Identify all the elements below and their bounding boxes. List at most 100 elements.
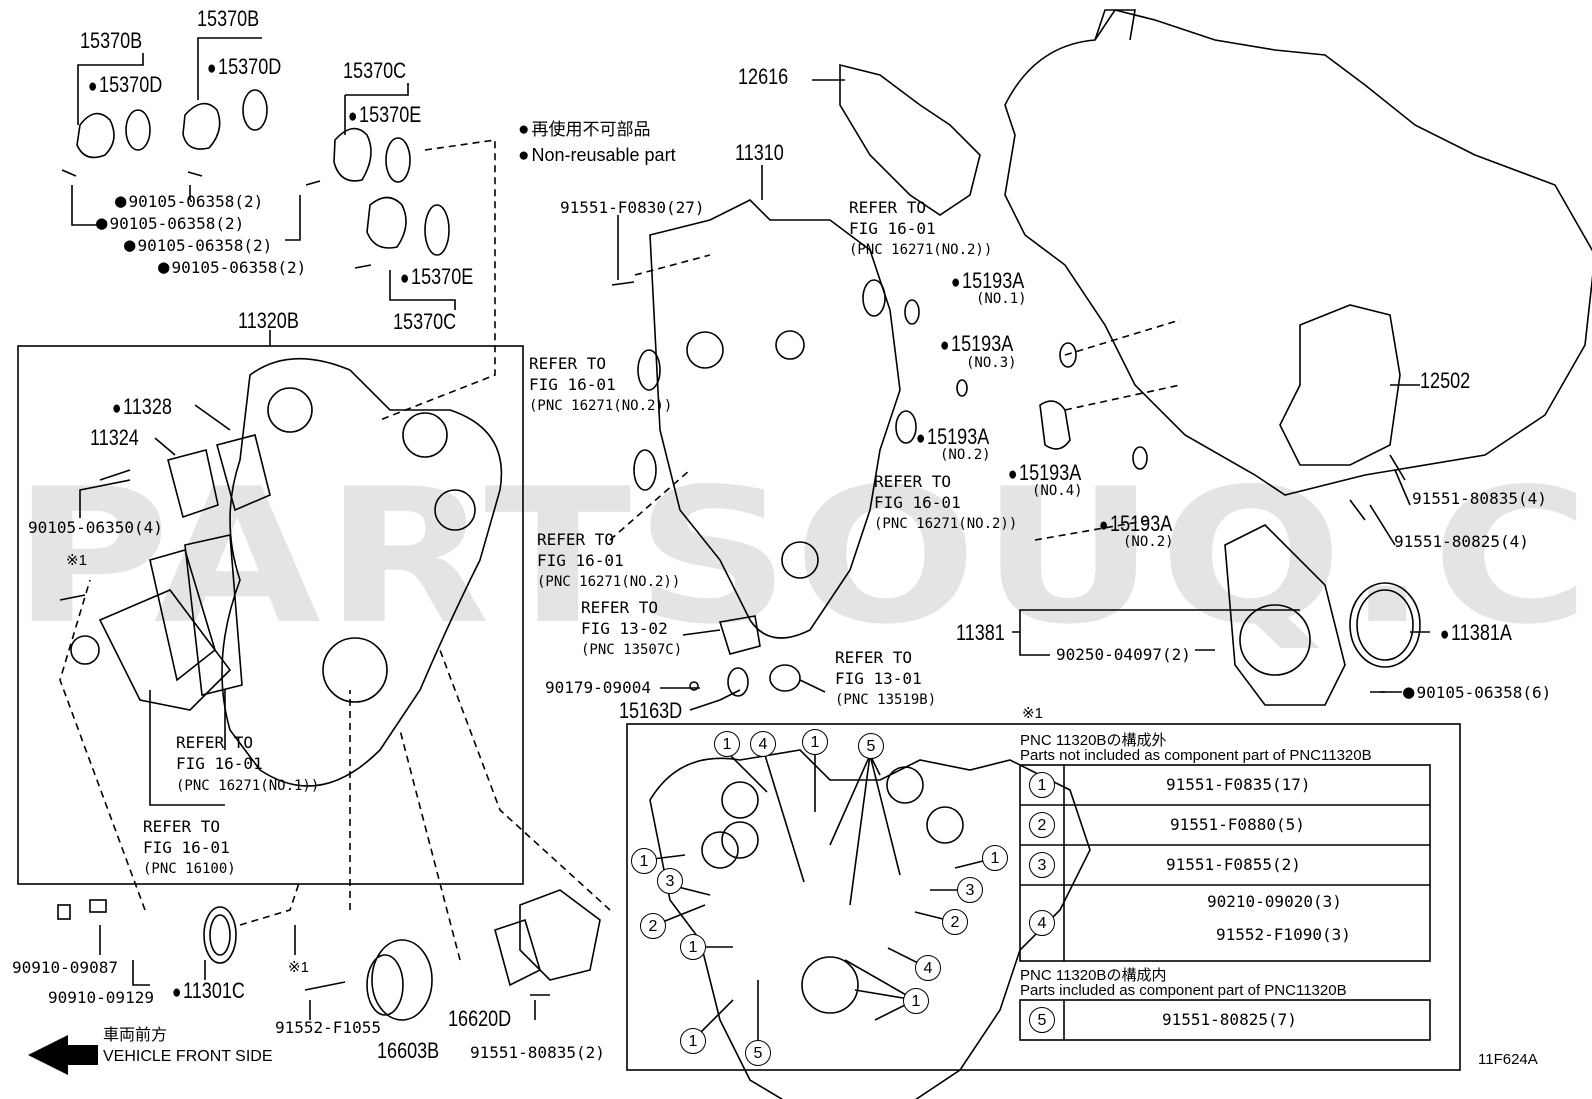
- ref4-a: REFER TO: [874, 472, 952, 491]
- ref2-a: REFER TO: [529, 354, 607, 373]
- inset-h2-en: Parts included as component part of PNC1…: [1020, 982, 1347, 999]
- callout-1: 1: [680, 1028, 706, 1054]
- ref1-b: FIG 16-01: [849, 219, 936, 238]
- label-15193a-1-sub: (NO.1): [976, 291, 1027, 307]
- label-15370c-1: 15370C: [343, 58, 407, 83]
- label-bolt-b4: 90105-06358(2): [158, 258, 306, 277]
- callout-1: 1: [903, 988, 929, 1014]
- callout-4: 4: [750, 731, 776, 757]
- label-16603b: 16603B: [377, 1038, 440, 1063]
- ref2-c: (PNC 16271(NO.2)): [529, 398, 673, 414]
- callout-5: 5: [858, 733, 884, 759]
- ref6-b: FIG 13-01: [835, 669, 922, 688]
- row-part: 91551-F0855(2): [1166, 855, 1301, 874]
- ref8-b: FIG 16-01: [143, 838, 230, 857]
- front-jp: 車両前方: [103, 1027, 168, 1044]
- ref5-b: FIG 13-02: [581, 619, 668, 638]
- ref1-c: (PNC 16271(NO.2)): [849, 242, 993, 258]
- front-arrow-icon: [28, 1035, 98, 1075]
- row-part: 91551-80825(7): [1162, 1010, 1297, 1029]
- ref7-a: REFER TO: [176, 733, 254, 752]
- ref3-c: (PNC 16271(NO.2)): [537, 574, 681, 590]
- row-num: 3: [1029, 852, 1055, 878]
- ref2-b: FIG 16-01: [529, 375, 616, 394]
- label-91552-f1055: 91552-F1055: [275, 1018, 381, 1037]
- callout-4: 4: [915, 955, 941, 981]
- ref3-a: REFER TO: [537, 530, 615, 549]
- label-15193a-5: 15193A: [1099, 513, 1172, 535]
- inset-mark: ※1: [1022, 705, 1043, 722]
- ref1-a: REFER TO: [849, 198, 927, 217]
- callout-2: 2: [640, 913, 666, 939]
- label-15163d: 15163D: [619, 698, 683, 723]
- row-num: 5: [1029, 1007, 1055, 1033]
- callout-3: 3: [657, 868, 683, 894]
- label-91551-f0830: 91551-F0830(27): [560, 198, 705, 217]
- label-90105-06358-6: 90105-06358(6): [1403, 683, 1551, 702]
- label-16620d: 16620D: [448, 1006, 512, 1031]
- ref5-a: REFER TO: [581, 598, 659, 617]
- ref6-c: (PNC 13519B): [835, 692, 937, 708]
- row-part: 91551-F0880(5): [1170, 815, 1305, 834]
- label-15370e-2: 15370E: [400, 266, 473, 288]
- row-num: 1: [1029, 772, 1055, 798]
- callout-1: 1: [982, 845, 1008, 871]
- callout-1: 1: [714, 731, 740, 757]
- box-inset: [626, 723, 1461, 1071]
- row-part: 90210-09020(3): [1207, 892, 1342, 911]
- callout-5: 5: [745, 1040, 771, 1066]
- callout-2: 2: [942, 909, 968, 935]
- label-15193a-3-sub: (NO.2): [940, 447, 991, 463]
- callout-1: 1: [631, 848, 657, 874]
- label-11324: 11324: [90, 425, 139, 450]
- label-15193a-3: 15193A: [916, 426, 989, 448]
- label-15193a-4-sub: (NO.4): [1032, 483, 1083, 499]
- ref3-b: FIG 16-01: [537, 551, 624, 570]
- inset-h1-jp: PNC 11320Bの構成外: [1020, 732, 1167, 749]
- label-91551-80835-2: 91551-80835(2): [470, 1043, 605, 1062]
- label-90250-04097: 90250-04097(2): [1056, 645, 1191, 664]
- label-91551-80835-4: 91551-80835(4): [1412, 489, 1547, 508]
- label-15370c-2: 15370C: [393, 309, 457, 334]
- label-15193a-2: 15193A: [940, 333, 1013, 355]
- label-12616: 12616: [738, 64, 789, 89]
- label-90105-06350: 90105-06350(4): [28, 518, 163, 537]
- label-15193a-4: 15193A: [1008, 462, 1081, 484]
- ref7-b: FIG 16-01: [176, 754, 263, 773]
- label-mark1b: ※1: [288, 959, 309, 976]
- label-bolt-b2: 90105-06358(2): [96, 214, 244, 233]
- label-12502: 12502: [1420, 368, 1471, 393]
- label-90910-09129: 90910-09129: [48, 988, 154, 1007]
- label-15370d-2: 15370D: [207, 56, 281, 78]
- label-11381: 11381: [956, 620, 1005, 645]
- label-15193a-1: 15193A: [951, 270, 1024, 292]
- callout-1: 1: [802, 729, 828, 755]
- label-15370b-1: 15370B: [80, 28, 143, 53]
- ref4-c: (PNC 16271(NO.2)): [874, 516, 1018, 532]
- label-91551-80825-4: 91551-80825(4): [1394, 532, 1529, 551]
- label-15370b-2: 15370B: [197, 6, 260, 31]
- callout-3: 3: [957, 877, 983, 903]
- ref7-c: (PNC 16271(NO.1)): [176, 778, 320, 794]
- label-90910-09087: 90910-09087: [12, 958, 118, 977]
- legend-en: Non-reusable part: [518, 146, 675, 165]
- label-15193a-5-sub: (NO.2): [1123, 534, 1174, 550]
- label-11310: 11310: [735, 140, 784, 165]
- label-90179-09004: 90179-09004: [545, 678, 651, 697]
- label-15370e-1: 15370E: [348, 104, 421, 126]
- label-bolt-b1: 90105-06358(2): [115, 192, 263, 211]
- row-num: 4: [1029, 910, 1055, 936]
- ref6-a: REFER TO: [835, 648, 913, 667]
- label-11381a: 11381A: [1440, 622, 1512, 644]
- label-bolt-b3: 90105-06358(2): [124, 236, 272, 255]
- ref8-a: REFER TO: [143, 817, 221, 836]
- ref5-c: (PNC 13507C): [581, 642, 683, 658]
- legend-jp: 再使用不可部品: [518, 120, 650, 139]
- callout-1: 1: [680, 934, 706, 960]
- label-11328: 11328: [112, 396, 172, 418]
- inset-h2-jp: PNC 11320Bの構成内: [1020, 967, 1167, 984]
- label-15370d-1: 15370D: [88, 74, 162, 96]
- row-part: 91551-F0835(17): [1166, 775, 1311, 794]
- label-15193a-2-sub: (NO.3): [966, 355, 1017, 371]
